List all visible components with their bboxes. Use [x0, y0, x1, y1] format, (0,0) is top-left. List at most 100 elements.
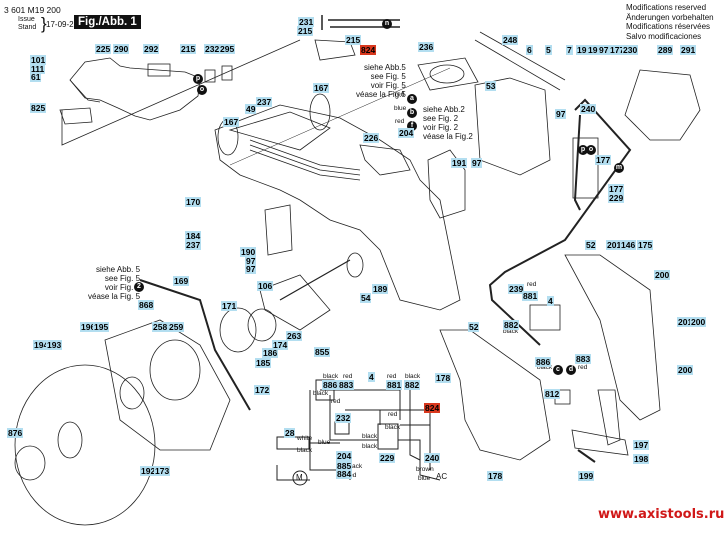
- part-label[interactable]: 201: [677, 317, 694, 327]
- part-label-highlighted[interactable]: 824: [360, 45, 377, 55]
- part-label[interactable]: 175: [637, 240, 654, 250]
- part-label[interactable]: 192: [140, 466, 157, 476]
- wiring-label[interactable]: 886: [322, 380, 339, 390]
- part-label[interactable]: 237: [256, 97, 273, 107]
- part-label[interactable]: 825: [30, 103, 47, 113]
- part-label[interactable]: 184: [185, 231, 202, 241]
- part-label[interactable]: 172: [254, 385, 271, 395]
- part-label[interactable]: 868: [138, 300, 155, 310]
- part-label[interactable]: 178: [487, 471, 504, 481]
- part-label[interactable]: 855: [314, 347, 331, 357]
- part-label[interactable]: 97: [245, 264, 257, 274]
- part-label[interactable]: 97: [471, 158, 483, 168]
- part-label[interactable]: 97: [245, 256, 257, 266]
- part-label[interactable]: 189: [372, 284, 389, 294]
- part-label[interactable]: 290: [113, 44, 130, 54]
- part-label[interactable]: 4: [547, 296, 554, 306]
- part-label[interactable]: 226: [363, 133, 380, 143]
- part-label[interactable]: 291: [680, 45, 697, 55]
- part-label[interactable]: 177: [609, 45, 626, 55]
- wiring-label[interactable]: 882: [404, 380, 421, 390]
- part-label[interactable]: 170: [185, 197, 202, 207]
- part-label[interactable]: 171: [221, 301, 238, 311]
- part-label[interactable]: 199: [578, 471, 595, 481]
- part-label[interactable]: 197: [633, 440, 650, 450]
- part-label[interactable]: 185: [255, 358, 272, 368]
- part-label[interactable]: 5: [545, 45, 552, 55]
- part-label[interactable]: 812: [544, 389, 561, 399]
- part-label[interactable]: 190: [240, 247, 257, 257]
- part-label[interactable]: 876: [7, 428, 24, 438]
- wiring-label[interactable]: 884: [336, 469, 353, 479]
- part-label[interactable]: 97: [598, 45, 610, 55]
- part-label[interactable]: 231: [298, 17, 315, 27]
- part-label[interactable]: 167: [223, 117, 240, 127]
- part-label[interactable]: 883: [575, 354, 592, 364]
- wiring-label[interactable]: 4: [368, 372, 375, 382]
- part-label[interactable]: 232: [204, 44, 221, 54]
- part-label[interactable]: 237: [185, 240, 202, 250]
- part-label[interactable]: 230: [622, 45, 639, 55]
- part-label[interactable]: 178: [435, 373, 452, 383]
- part-label[interactable]: 111: [30, 64, 46, 74]
- part-label[interactable]: 52: [585, 240, 597, 250]
- part-label[interactable]: 882: [503, 320, 520, 330]
- part-label[interactable]: 191: [451, 158, 468, 168]
- wiring-label[interactable]: 881: [386, 380, 403, 390]
- part-label[interactable]: 198: [633, 454, 650, 464]
- part-label[interactable]: 195: [93, 322, 110, 332]
- part-label[interactable]: 236: [418, 42, 435, 52]
- part-label[interactable]: 201: [606, 240, 623, 250]
- part-label[interactable]: 194: [33, 340, 50, 350]
- part-label[interactable]: 52: [468, 322, 480, 332]
- part-label[interactable]: 204: [398, 128, 415, 138]
- part-label[interactable]: 239: [508, 284, 525, 294]
- part-label[interactable]: 886: [535, 357, 552, 367]
- part-label[interactable]: 97: [555, 109, 567, 119]
- part-label[interactable]: 173: [154, 466, 171, 476]
- part-label[interactable]: 54: [360, 293, 372, 303]
- part-label[interactable]: 200: [690, 317, 707, 327]
- part-label[interactable]: 7: [566, 45, 573, 55]
- part-label[interactable]: 289: [657, 45, 674, 55]
- part-label[interactable]: 106: [257, 281, 274, 291]
- part-label[interactable]: 295: [219, 44, 236, 54]
- part-label[interactable]: 200: [677, 365, 694, 375]
- wiring-label[interactable]: 240: [424, 453, 441, 463]
- part-label[interactable]: 167: [313, 83, 330, 93]
- part-label[interactable]: 881: [522, 291, 539, 301]
- part-label[interactable]: 49: [245, 104, 257, 114]
- part-label[interactable]: 177: [608, 184, 625, 194]
- wiring-label[interactable]: 883: [338, 380, 355, 390]
- part-label[interactable]: 240: [580, 104, 597, 114]
- part-label[interactable]: 215: [297, 26, 314, 36]
- part-label[interactable]: 200: [654, 270, 671, 280]
- part-label[interactable]: 186: [262, 348, 279, 358]
- part-label[interactable]: 19: [587, 45, 599, 55]
- watermark-link[interactable]: www.axistools.ru: [598, 507, 725, 522]
- wiring-label[interactable]: 232: [335, 413, 352, 423]
- part-label[interactable]: 229: [608, 193, 625, 203]
- part-label[interactable]: 101: [30, 55, 47, 65]
- part-label[interactable]: 248: [502, 35, 519, 45]
- part-label[interactable]: 177: [595, 155, 612, 165]
- part-label[interactable]: 292: [143, 44, 160, 54]
- part-label[interactable]: 53: [485, 81, 497, 91]
- part-label[interactable]: 61: [30, 72, 42, 82]
- part-label[interactable]: 258: [152, 322, 169, 332]
- wiring-label[interactable]: 885: [336, 461, 353, 471]
- wiring-label[interactable]: 28: [284, 428, 296, 438]
- part-label[interactable]: 215: [180, 44, 197, 54]
- wiring-label-highlighted[interactable]: 824: [424, 403, 441, 413]
- wiring-label[interactable]: 229: [379, 453, 396, 463]
- part-label[interactable]: 146: [620, 240, 637, 250]
- part-label[interactable]: 215: [345, 35, 362, 45]
- part-label[interactable]: 174: [272, 340, 289, 350]
- part-label[interactable]: 225: [95, 44, 112, 54]
- part-label[interactable]: 263: [286, 331, 303, 341]
- wiring-label[interactable]: 204: [336, 451, 353, 461]
- part-label[interactable]: 259: [168, 322, 185, 332]
- part-label[interactable]: 19: [576, 45, 588, 55]
- part-label[interactable]: 6: [526, 45, 533, 55]
- part-label[interactable]: 193: [46, 340, 63, 350]
